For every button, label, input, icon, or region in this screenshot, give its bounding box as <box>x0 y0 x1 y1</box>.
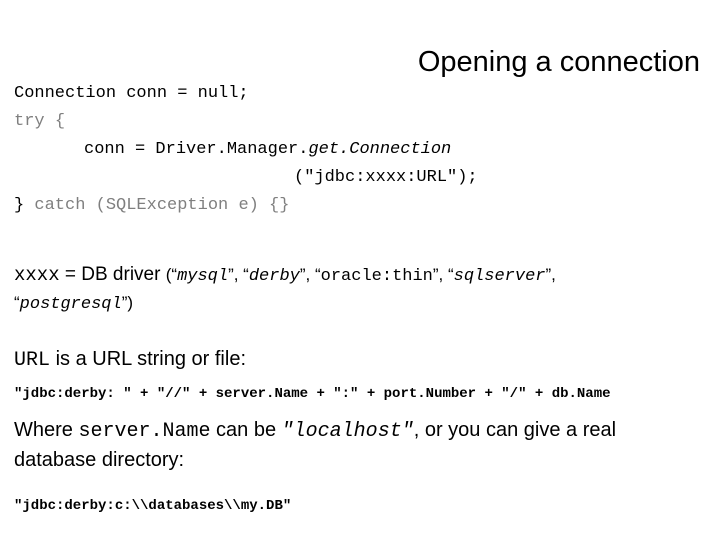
code-line-3: conn = Driver.Manager.get.Connection <box>14 136 704 164</box>
where-localhost-token: "localhost" <box>281 420 414 443</box>
url-paragraph: URL is a URL string or file: <box>14 346 708 374</box>
driver-option-oracle-thin: oracle:thin <box>320 267 433 286</box>
driver-option-sqlserver: sqlserver <box>453 267 546 286</box>
code-brace-open: { <box>54 112 66 131</box>
driver-xxxx-token: xxxx <box>14 264 60 286</box>
driver-sep-3: ”, “ <box>432 265 454 284</box>
driver-close-paren: ”) <box>121 293 134 312</box>
url-rest-text: is a URL string or file: <box>50 348 247 370</box>
driver-paragraph: xxxx = DB driver (“mysql”, “derby”, “ora… <box>14 262 708 318</box>
example-url-string: "jdbc:derby:c:\\databases\\my.DB" <box>14 498 292 514</box>
url-term: URL <box>14 349 51 372</box>
where-prefix: Where <box>14 419 79 441</box>
code-line-2: try { <box>14 108 704 136</box>
driver-equals-text: = DB driver <box>59 264 166 285</box>
code-line-4: ("jdbc:xxxx:URL"); <box>14 164 704 192</box>
where-canbe-text: can be <box>210 419 282 441</box>
driver-quote-open: “ <box>14 293 20 312</box>
code-line-3-text: conn = Driver.Manager. <box>84 140 309 159</box>
driver-option-postgresql: postgresql <box>19 295 122 314</box>
driver-sep-4: ”, <box>545 265 556 284</box>
driver-sep-2: ”, “ <box>299 265 321 284</box>
code-method-getconnection: get.Connection <box>308 140 452 159</box>
driver-option-derby: derby <box>248 267 300 286</box>
where-servername-token: server.Name <box>78 420 211 443</box>
where-suffix: , or you can give a real <box>413 419 617 441</box>
code-line-1-text: Connection conn = null; <box>14 84 249 103</box>
body-block: xxxx = DB driver (“mysql”, “derby”, “ora… <box>14 262 708 523</box>
code-block: Connection conn = null; try { conn = Dri… <box>14 80 704 220</box>
driver-option-mysql: mysql <box>177 267 229 286</box>
code-line-5: } catch (SQLException e) {} <box>14 192 704 220</box>
code-catch-clause: catch (SQLException e) {} <box>34 196 290 215</box>
code-line-4-text: ("jdbc:xxxx:URL"); <box>294 168 478 187</box>
driver-sep-1: ”, “ <box>228 265 249 284</box>
code-line-1: Connection conn = null; <box>14 80 704 108</box>
code-keyword-try: try <box>14 112 45 131</box>
jdbc-expression: "jdbc:derby: " + "//" + server.Name + ":… <box>14 386 611 402</box>
page-title: Opening a connection <box>417 46 700 78</box>
code-brace-close: } <box>14 196 25 215</box>
where-second-line: database directory: <box>14 449 185 471</box>
driver-open-paren: (“ <box>165 265 178 284</box>
where-paragraph: Where server.Name can be "localhost", or… <box>14 416 708 475</box>
